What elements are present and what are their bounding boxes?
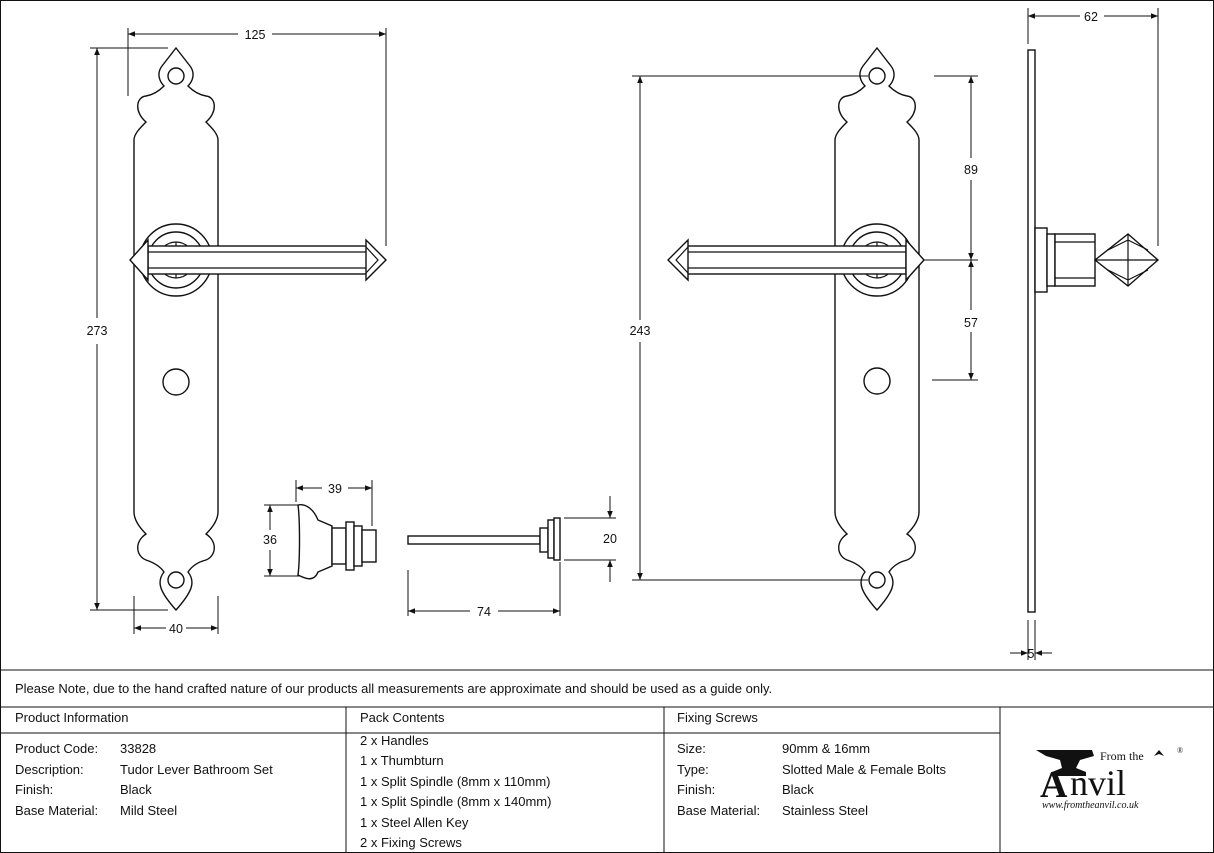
left-lever-tip-inner [129, 238, 149, 282]
logo-name: nvil [1070, 763, 1126, 803]
pack-item: 2 x Handles [360, 733, 429, 748]
left-dimensions: 125 273 40 [87, 28, 387, 636]
disclaimer-note: Please Note, due to the hand crafted nat… [15, 681, 772, 696]
spindle-head [553, 517, 561, 561]
screw-finish-label: Finish: [677, 782, 715, 797]
dim-plate-bottom-width: 40 [169, 622, 183, 636]
dim-projection: 62 [1084, 10, 1098, 24]
base-material-value: Mild Steel [120, 803, 177, 818]
spindle-shaft [407, 535, 541, 545]
dim-plate-height: 273 [87, 324, 108, 338]
logo-initial: A [1040, 764, 1068, 806]
dim-plate-thickness: 5 [1028, 647, 1035, 661]
product-code-value: 33828 [120, 741, 156, 756]
logo-from-the: From the [1100, 749, 1144, 763]
right-lever-tip-inner [905, 238, 925, 282]
right-front-view [667, 46, 925, 612]
right-lower-screw-hole [868, 571, 886, 589]
screw-finish-value: Black [782, 782, 814, 797]
right-thumbturn-hole [863, 367, 891, 395]
side-view: 62 5 [1010, 8, 1160, 661]
thumbturn-collar [331, 527, 347, 565]
pack-item: 2 x Fixing Screws [360, 835, 462, 850]
left-backplate [133, 46, 219, 612]
left-front-view [129, 46, 387, 612]
finish-label: Finish: [15, 782, 53, 797]
screw-material-label: Base Material: [677, 803, 760, 818]
spindle-collar [539, 527, 549, 553]
hammer-icon [1154, 750, 1164, 756]
finish-value: Black [120, 782, 152, 797]
description-label: Description: [15, 762, 84, 777]
dim-upper-to-lever: 89 [964, 163, 978, 177]
anvil-icon [1036, 750, 1094, 776]
screw-size-label: Size: [677, 741, 706, 756]
side-rose [1034, 227, 1048, 293]
spindle-view: 74 20 [407, 496, 617, 619]
left-lever-bar [147, 245, 369, 275]
description-value: Tudor Lever Bathroom Set [120, 762, 273, 777]
pack-contents-header: Pack Contents [360, 710, 445, 725]
right-backplate [834, 46, 920, 612]
pack-item: 1 x Split Spindle (8mm x 110mm) [360, 774, 551, 789]
pack-item: 1 x Steel Allen Key [360, 815, 469, 830]
pack-item: 1 x Split Spindle (8mm x 140mm) [360, 794, 551, 809]
info-table: Please Note, due to the hand crafted nat… [0, 669, 1214, 853]
logo-registered: ® [1177, 746, 1183, 755]
thumbturn-view: 39 36 [263, 480, 377, 580]
dim-spindle-length: 74 [477, 605, 491, 619]
left-thumbturn-hole [162, 368, 190, 396]
product-code-label: Product Code: [15, 741, 98, 756]
right-lever-tip-outer [667, 238, 689, 282]
screw-type-label: Type: [677, 762, 709, 777]
logo-url: www.fromtheanvil.co.uk [1042, 800, 1139, 811]
screw-material-value: Stainless Steel [782, 803, 868, 818]
left-lever-tip-outer [365, 238, 387, 282]
fixing-screws-header: Fixing Screws [677, 710, 758, 725]
base-material-label: Base Material: [15, 803, 98, 818]
left-upper-screw-hole [167, 67, 185, 85]
dim-thumbturn-height: 36 [263, 533, 277, 547]
side-backplate [1027, 49, 1036, 613]
screw-type-value: Slotted Male & Female Bolts [782, 762, 947, 777]
screw-size-value: 90mm & 16mm [782, 741, 870, 756]
dim-lever-to-hole: 57 [964, 316, 978, 330]
left-lower-screw-hole [167, 571, 185, 589]
thumbturn-knob [297, 503, 333, 580]
product-info-header: Product Information [15, 710, 128, 725]
dim-spindle-head: 20 [603, 532, 617, 546]
dim-plate-width: 125 [245, 28, 266, 42]
right-upper-screw-hole [868, 67, 886, 85]
pack-item: 1 x Thumbturn [360, 753, 444, 768]
right-dimensions: 243 89 57 [630, 75, 978, 581]
dim-thumbturn-width: 39 [328, 482, 342, 496]
dim-right-plate-height: 243 [630, 324, 651, 338]
right-lever-bar [685, 245, 907, 275]
anvil-logo: From the ® A nvil www.fromtheanvil.co.uk [1036, 746, 1183, 811]
